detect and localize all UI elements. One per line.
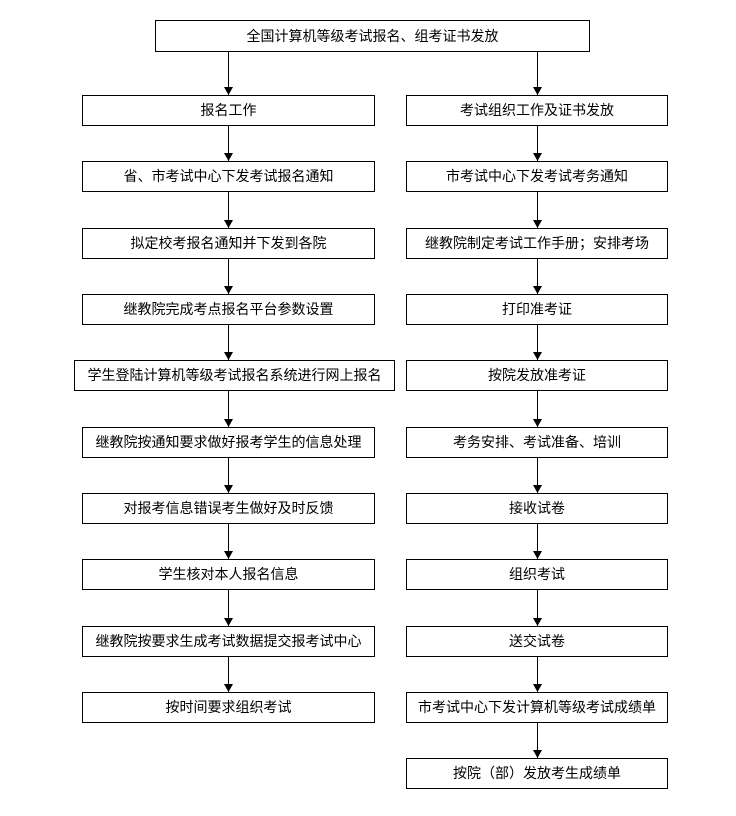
flow-node-right-heading: 考试组织工作及证书发放 bbox=[406, 95, 668, 126]
flow-node: 按院发放准考证 bbox=[406, 360, 668, 391]
flow-node: 组织考试 bbox=[406, 559, 668, 590]
flow-node: 继教院按要求生成考试数据提交报考试中心 bbox=[82, 626, 375, 657]
flow-node: 继教院制定考试工作手册；安排考场 bbox=[406, 228, 668, 259]
flow-node: 送交试卷 bbox=[406, 626, 668, 657]
flow-node: 市考试中心下发考试考务通知 bbox=[406, 161, 668, 192]
flow-node: 拟定校考报名通知并下发到各院 bbox=[82, 228, 375, 259]
flow-node: 考务安排、考试准备、培训 bbox=[406, 427, 668, 458]
flow-node: 市考试中心下发计算机等级考试成绩单 bbox=[406, 692, 668, 723]
flow-node: 对报考信息错误考生做好及时反馈 bbox=[82, 493, 375, 524]
flow-node: 省、市考试中心下发考试报名通知 bbox=[82, 161, 375, 192]
flow-node: 按时间要求组织考试 bbox=[82, 692, 375, 723]
flow-node: 打印准考证 bbox=[406, 294, 668, 325]
flow-node: 按院（部）发放考生成绩单 bbox=[406, 758, 668, 789]
flow-node: 继教院按通知要求做好报考学生的信息处理 bbox=[82, 427, 375, 458]
flow-node: 学生登陆计算机等级考试报名系统进行网上报名 bbox=[74, 360, 395, 391]
flow-node: 学生核对本人报名信息 bbox=[82, 559, 375, 590]
flow-node-left-heading: 报名工作 bbox=[82, 95, 375, 126]
flow-node: 继教院完成考点报名平台参数设置 bbox=[82, 294, 375, 325]
flow-node: 接收试卷 bbox=[406, 493, 668, 524]
flow-node-root: 全国计算机等级考试报名、组考证书发放 bbox=[155, 20, 590, 52]
